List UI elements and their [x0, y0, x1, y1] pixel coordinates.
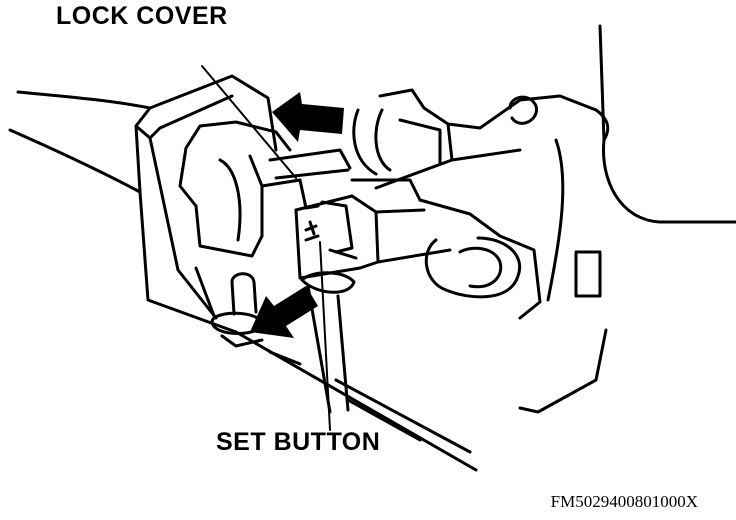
linkage-rod — [374, 148, 542, 320]
figure-code: FM5029400801000X — [550, 492, 698, 511]
set-button-label: SET BUTTON — [216, 428, 381, 456]
slide-body — [294, 178, 426, 280]
bolt — [210, 272, 264, 348]
base-rail — [234, 328, 608, 472]
arrow-left-icon — [272, 92, 344, 142]
right-nut — [352, 24, 736, 302]
mounting-bracket — [134, 74, 278, 320]
arrow-down-left-icon — [250, 286, 318, 338]
mounting-arm — [8, 90, 238, 334]
lock-cover-label: LOCK COVER — [56, 2, 228, 30]
lock-cover-leader-line — [201, 65, 297, 179]
set-button-leader-line — [319, 241, 331, 431]
